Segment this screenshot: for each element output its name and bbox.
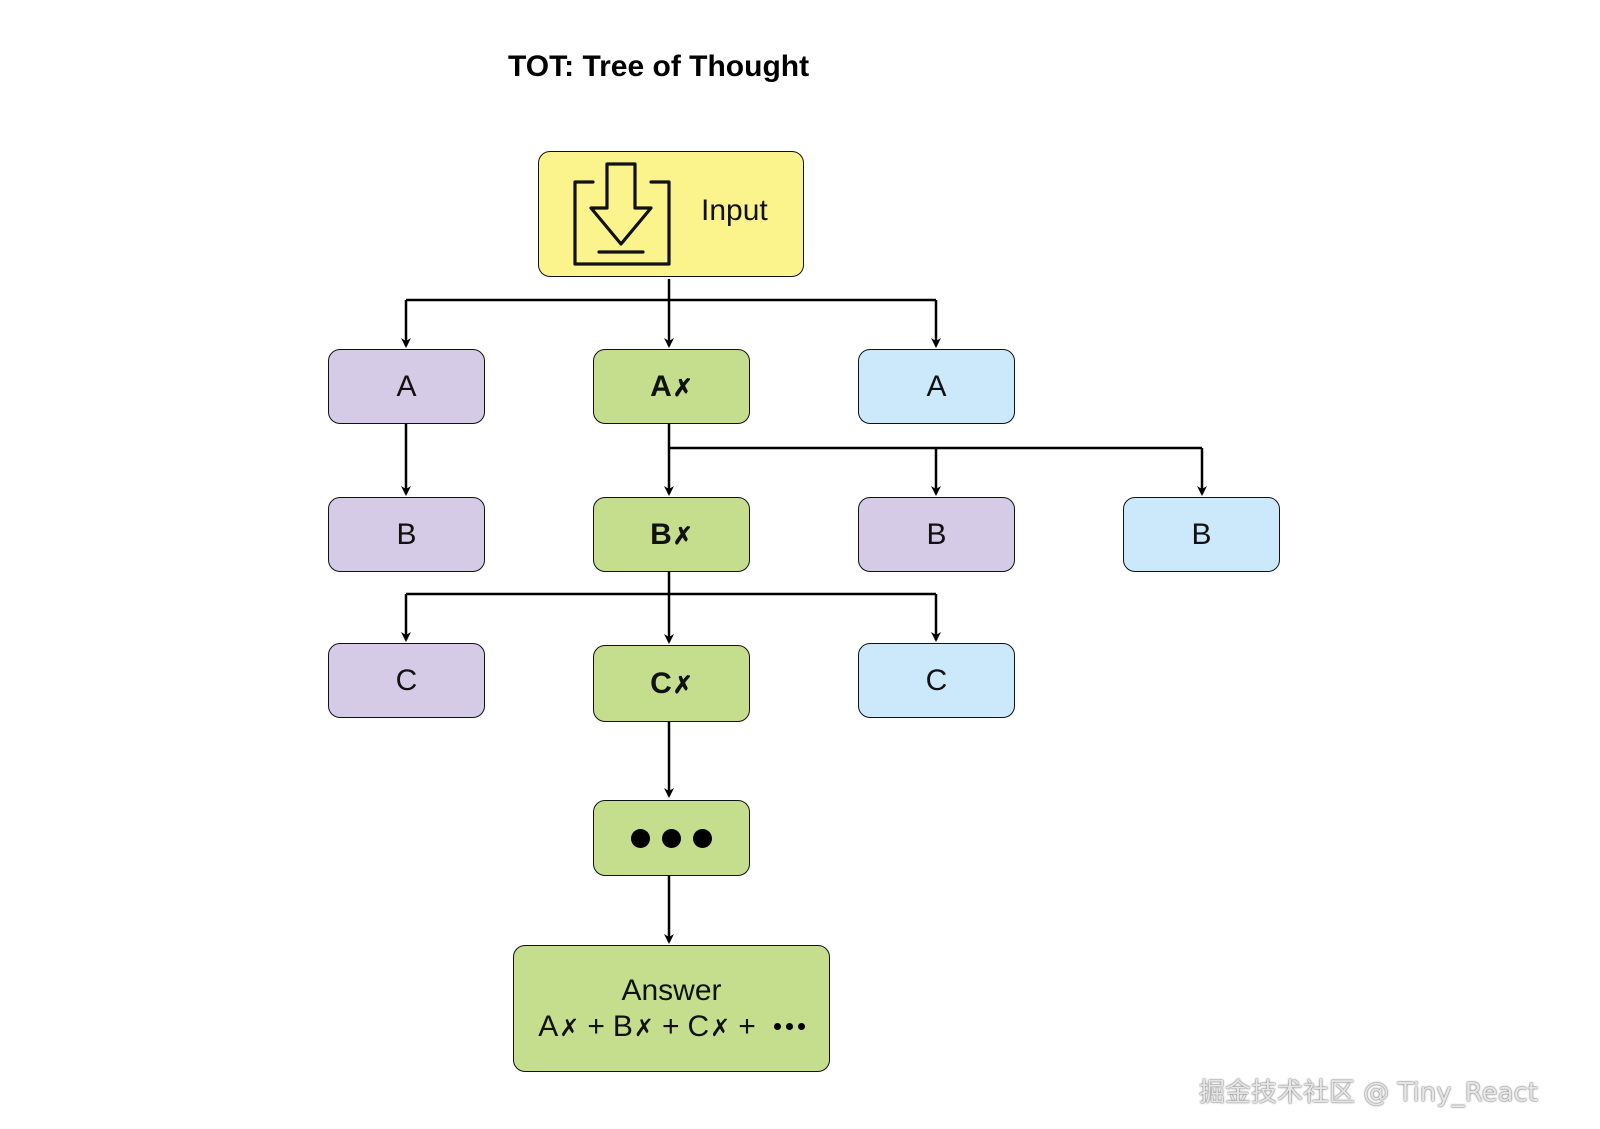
answer-term-c: C xyxy=(687,1009,710,1043)
node-answer: Answer A✗ + B✗ + C✗ + xyxy=(513,945,830,1072)
plus-sign: + xyxy=(661,1009,680,1043)
answer-title: Answer xyxy=(621,973,722,1007)
node-a-purple: A xyxy=(328,349,485,424)
node-b-green: B✗ xyxy=(593,497,750,572)
node-b-purple-right: B xyxy=(858,497,1015,572)
answer-term-b: B xyxy=(612,1009,633,1043)
node-b-purple-right-label: B xyxy=(926,517,947,551)
answer-formula: A✗ + B✗ + C✗ + xyxy=(538,1009,805,1045)
plus-sign: + xyxy=(738,1009,756,1043)
node-b-blue: B xyxy=(1123,497,1280,572)
node-a-green-label: A xyxy=(650,369,672,403)
input-node: Input xyxy=(538,151,804,277)
node-b-green-label: B xyxy=(650,517,672,551)
plus-sign: + xyxy=(587,1009,605,1043)
input-label: Input xyxy=(701,194,768,227)
node-a-blue-label: A xyxy=(926,369,947,403)
answer-term-a: A xyxy=(538,1009,559,1043)
ellipsis-dots-icon xyxy=(631,828,712,848)
node-c-green: C✗ xyxy=(593,645,750,722)
cross-mark: ✗ xyxy=(672,672,693,699)
node-c-blue-label: C xyxy=(925,663,948,697)
node-c-blue: C xyxy=(858,643,1015,718)
watermark: 掘金技术社区 @ Tiny_React xyxy=(1198,1078,1538,1108)
node-c-purple: C xyxy=(328,643,485,718)
cross-mark: ✗ xyxy=(710,1014,731,1042)
node-b-purple-left-label: B xyxy=(396,517,417,551)
node-a-purple-label: A xyxy=(396,369,417,403)
node-ellipsis xyxy=(593,800,750,876)
cross-mark: ✗ xyxy=(633,1014,654,1042)
cross-mark: ✗ xyxy=(672,523,693,550)
cross-mark: ✗ xyxy=(672,375,693,402)
diagram-title: TOT: Tree of Thought xyxy=(508,50,810,83)
node-a-green: A✗ xyxy=(593,349,750,424)
ellipsis-dots-icon xyxy=(773,1023,805,1030)
node-b-blue-label: B xyxy=(1191,517,1212,551)
node-c-purple-label: C xyxy=(395,663,418,697)
download-tray-icon xyxy=(573,162,671,266)
cross-mark: ✗ xyxy=(559,1014,580,1042)
node-a-blue: A xyxy=(858,349,1015,424)
node-c-green-label: C xyxy=(650,666,672,700)
node-b-purple-left: B xyxy=(328,497,485,572)
